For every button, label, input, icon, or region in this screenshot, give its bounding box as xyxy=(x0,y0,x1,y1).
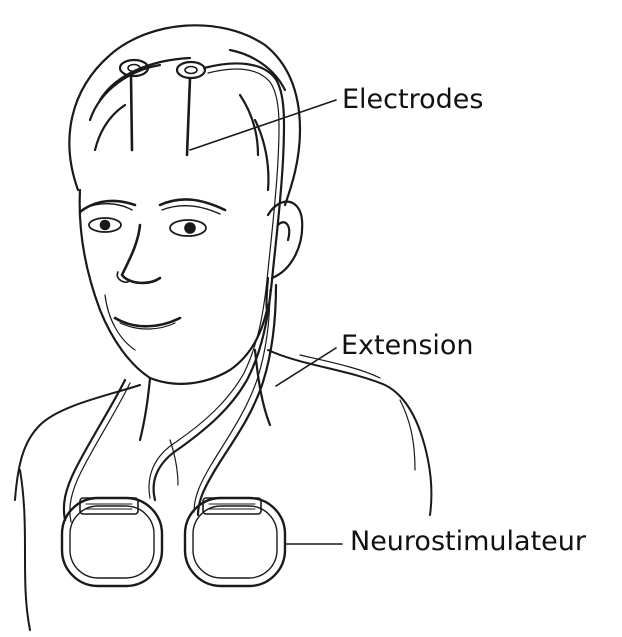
label-electrodes: Electrodes xyxy=(342,84,483,115)
label-extension: Extension xyxy=(341,330,474,361)
electrode-right xyxy=(177,62,205,155)
neurostimulator-left xyxy=(62,498,162,586)
neurostimulator-right xyxy=(185,498,285,586)
extension-lead-left xyxy=(149,63,284,500)
face-features xyxy=(80,199,225,350)
label-neurostimulator: Neurostimulateur xyxy=(350,526,586,557)
torso-outline xyxy=(15,350,431,630)
extension-lead-right xyxy=(64,285,276,522)
